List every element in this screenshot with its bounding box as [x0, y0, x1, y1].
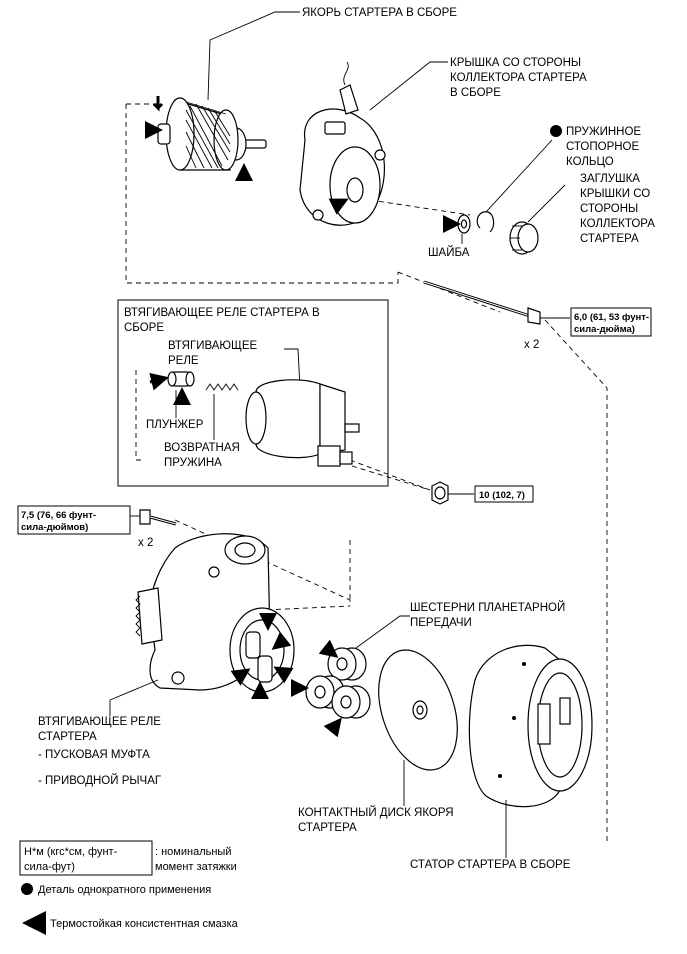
label-return-spring-2: ПРУЖИНА: [164, 457, 222, 469]
grease-arrow-cover: [328, 198, 349, 215]
torque-box-through-bolt: [570, 307, 652, 337]
grease-arrows-armature: [145, 96, 253, 181]
through-bolt-drawing: [423, 280, 541, 325]
snap-ring-drawing: [476, 211, 495, 233]
relay-bolt-qty: x 2: [138, 537, 153, 549]
legend-non-reusable-icon: [21, 883, 33, 895]
planetary-gears-drawing: [305, 647, 371, 719]
planetary-leader: [355, 615, 410, 649]
return-spring-drawing: [205, 383, 239, 391]
torque-relay-bolt-1: 7,5 (76, 66 фунт-: [21, 510, 96, 521]
magnet-switch-drawing: [245, 379, 360, 467]
label-commutator-cover-3: В СБОРЕ: [450, 87, 501, 99]
label-plug-4: КОЛЛЕКТОРА: [580, 218, 655, 230]
drive-housing-drawing: [135, 533, 295, 693]
torque-box-nut: [474, 485, 534, 503]
magnet-switch-box: [117, 299, 389, 487]
label-housing-1: ВТЯГИВАЮЩЕЕ РЕЛЕ: [38, 716, 161, 728]
label-relay-1: ВТЯГИВАЮЩЕЕ: [168, 340, 257, 352]
label-housing-3: - ПУСКОВАЯ МУФТА: [38, 749, 150, 761]
torque-box-relay-bolt: [17, 505, 131, 535]
legend-torque-box: [19, 840, 153, 876]
grease-arrow-plunger-1: [149, 372, 169, 391]
label-relay-2: РЕЛЕ: [168, 355, 199, 367]
label-plug-5: СТАРТЕРА: [580, 233, 639, 245]
commutator-cover-leader: [369, 61, 448, 111]
torque-through-bolt-1: 6,0 (61, 53 фунт-: [574, 312, 649, 323]
label-planetary-1: ШЕСТЕРНИ ПЛАНЕТАРНОЙ: [410, 601, 565, 614]
label-relay-box-1: ВТЯГИВАЮЩЕЕ РЕЛЕ СТАРТЕРА В: [124, 307, 320, 319]
relay-bolt-drawing: [139, 509, 177, 526]
label-snap-ring-3: КОЛЬЦО: [566, 156, 614, 168]
snap-ring-leader: [485, 139, 553, 213]
label-plug-2: КРЫШКИ СО: [580, 188, 650, 200]
housing-leader: [109, 679, 159, 716]
label-housing-4: - ПРИВОДНОЙ РЫЧАГ: [38, 774, 162, 787]
legend-box-1: Н*м (кгс*см, фунт-: [24, 846, 118, 858]
armature-drawing: [157, 97, 267, 171]
through-bolt-qty: x 2: [524, 339, 539, 351]
label-plug-3: СТОРОНЫ: [580, 203, 638, 215]
stator-drawing: [468, 644, 593, 808]
relay-leader: [284, 348, 301, 389]
washer-drawing: [457, 214, 471, 234]
plug-drawing: [509, 221, 539, 255]
label-housing-2: СТАРТЕРА: [38, 731, 97, 743]
label-relay-box-2: СБОРЕ: [124, 322, 164, 334]
label-plunger: ПЛУНЖЕР: [146, 419, 204, 431]
plug-leader: [527, 184, 566, 223]
torque-relay-bolt-2: сила-дюймов): [21, 522, 88, 533]
label-washer: ШАЙБА: [428, 246, 470, 259]
torque-nut: 10 (102, 7): [479, 490, 525, 501]
nut-drawing: [431, 481, 449, 505]
label-snap-ring-1: ПРУЖИННОЕ: [566, 126, 641, 138]
legend-box-2: сила-фут): [24, 861, 75, 873]
armature-leader: [207, 11, 300, 101]
legend-grease: Термостойкая консистентная смазка: [50, 918, 239, 930]
label-snap-ring-2: СТОПОРНОЕ: [566, 141, 640, 153]
label-planetary-2: ПЕРЕДАЧИ: [410, 617, 472, 629]
grease-arrows-housing: [230, 613, 294, 699]
label-plug-1: ЗАГЛУШКА: [580, 173, 640, 185]
legend-desc-1: : номинальный: [155, 846, 231, 858]
label-return-spring-1: ВОЗВРАТНАЯ: [164, 442, 240, 454]
legend-desc-2: момент затяжки: [155, 861, 237, 873]
plunger-drawing: [167, 371, 195, 387]
label-stator: СТАТОР СТАРТЕРА В СБОРЕ: [410, 859, 571, 871]
legend-nonreusable: Деталь однократного применения: [38, 884, 211, 896]
grease-arrows-gears: [291, 639, 342, 738]
non-reusable-icon: [550, 125, 562, 137]
label-commutator-cover-2: КОЛЛЕКТОРА СТАРТЕРА: [450, 72, 587, 84]
label-armature: ЯКОРЬ СТАРТЕРА В СБОРЕ: [302, 7, 457, 19]
label-contact-disc-2: СТАРТЕРА: [298, 822, 357, 834]
torque-through-bolt-2: сила-дюйма): [574, 324, 635, 335]
label-contact-disc-1: КОНТАКТНЫЙ ДИСК ЯКОРЯ: [298, 806, 454, 819]
label-commutator-cover-1: КРЫШКА СО СТОРОНЫ: [450, 57, 581, 69]
contact-disc-drawing: [378, 649, 458, 771]
